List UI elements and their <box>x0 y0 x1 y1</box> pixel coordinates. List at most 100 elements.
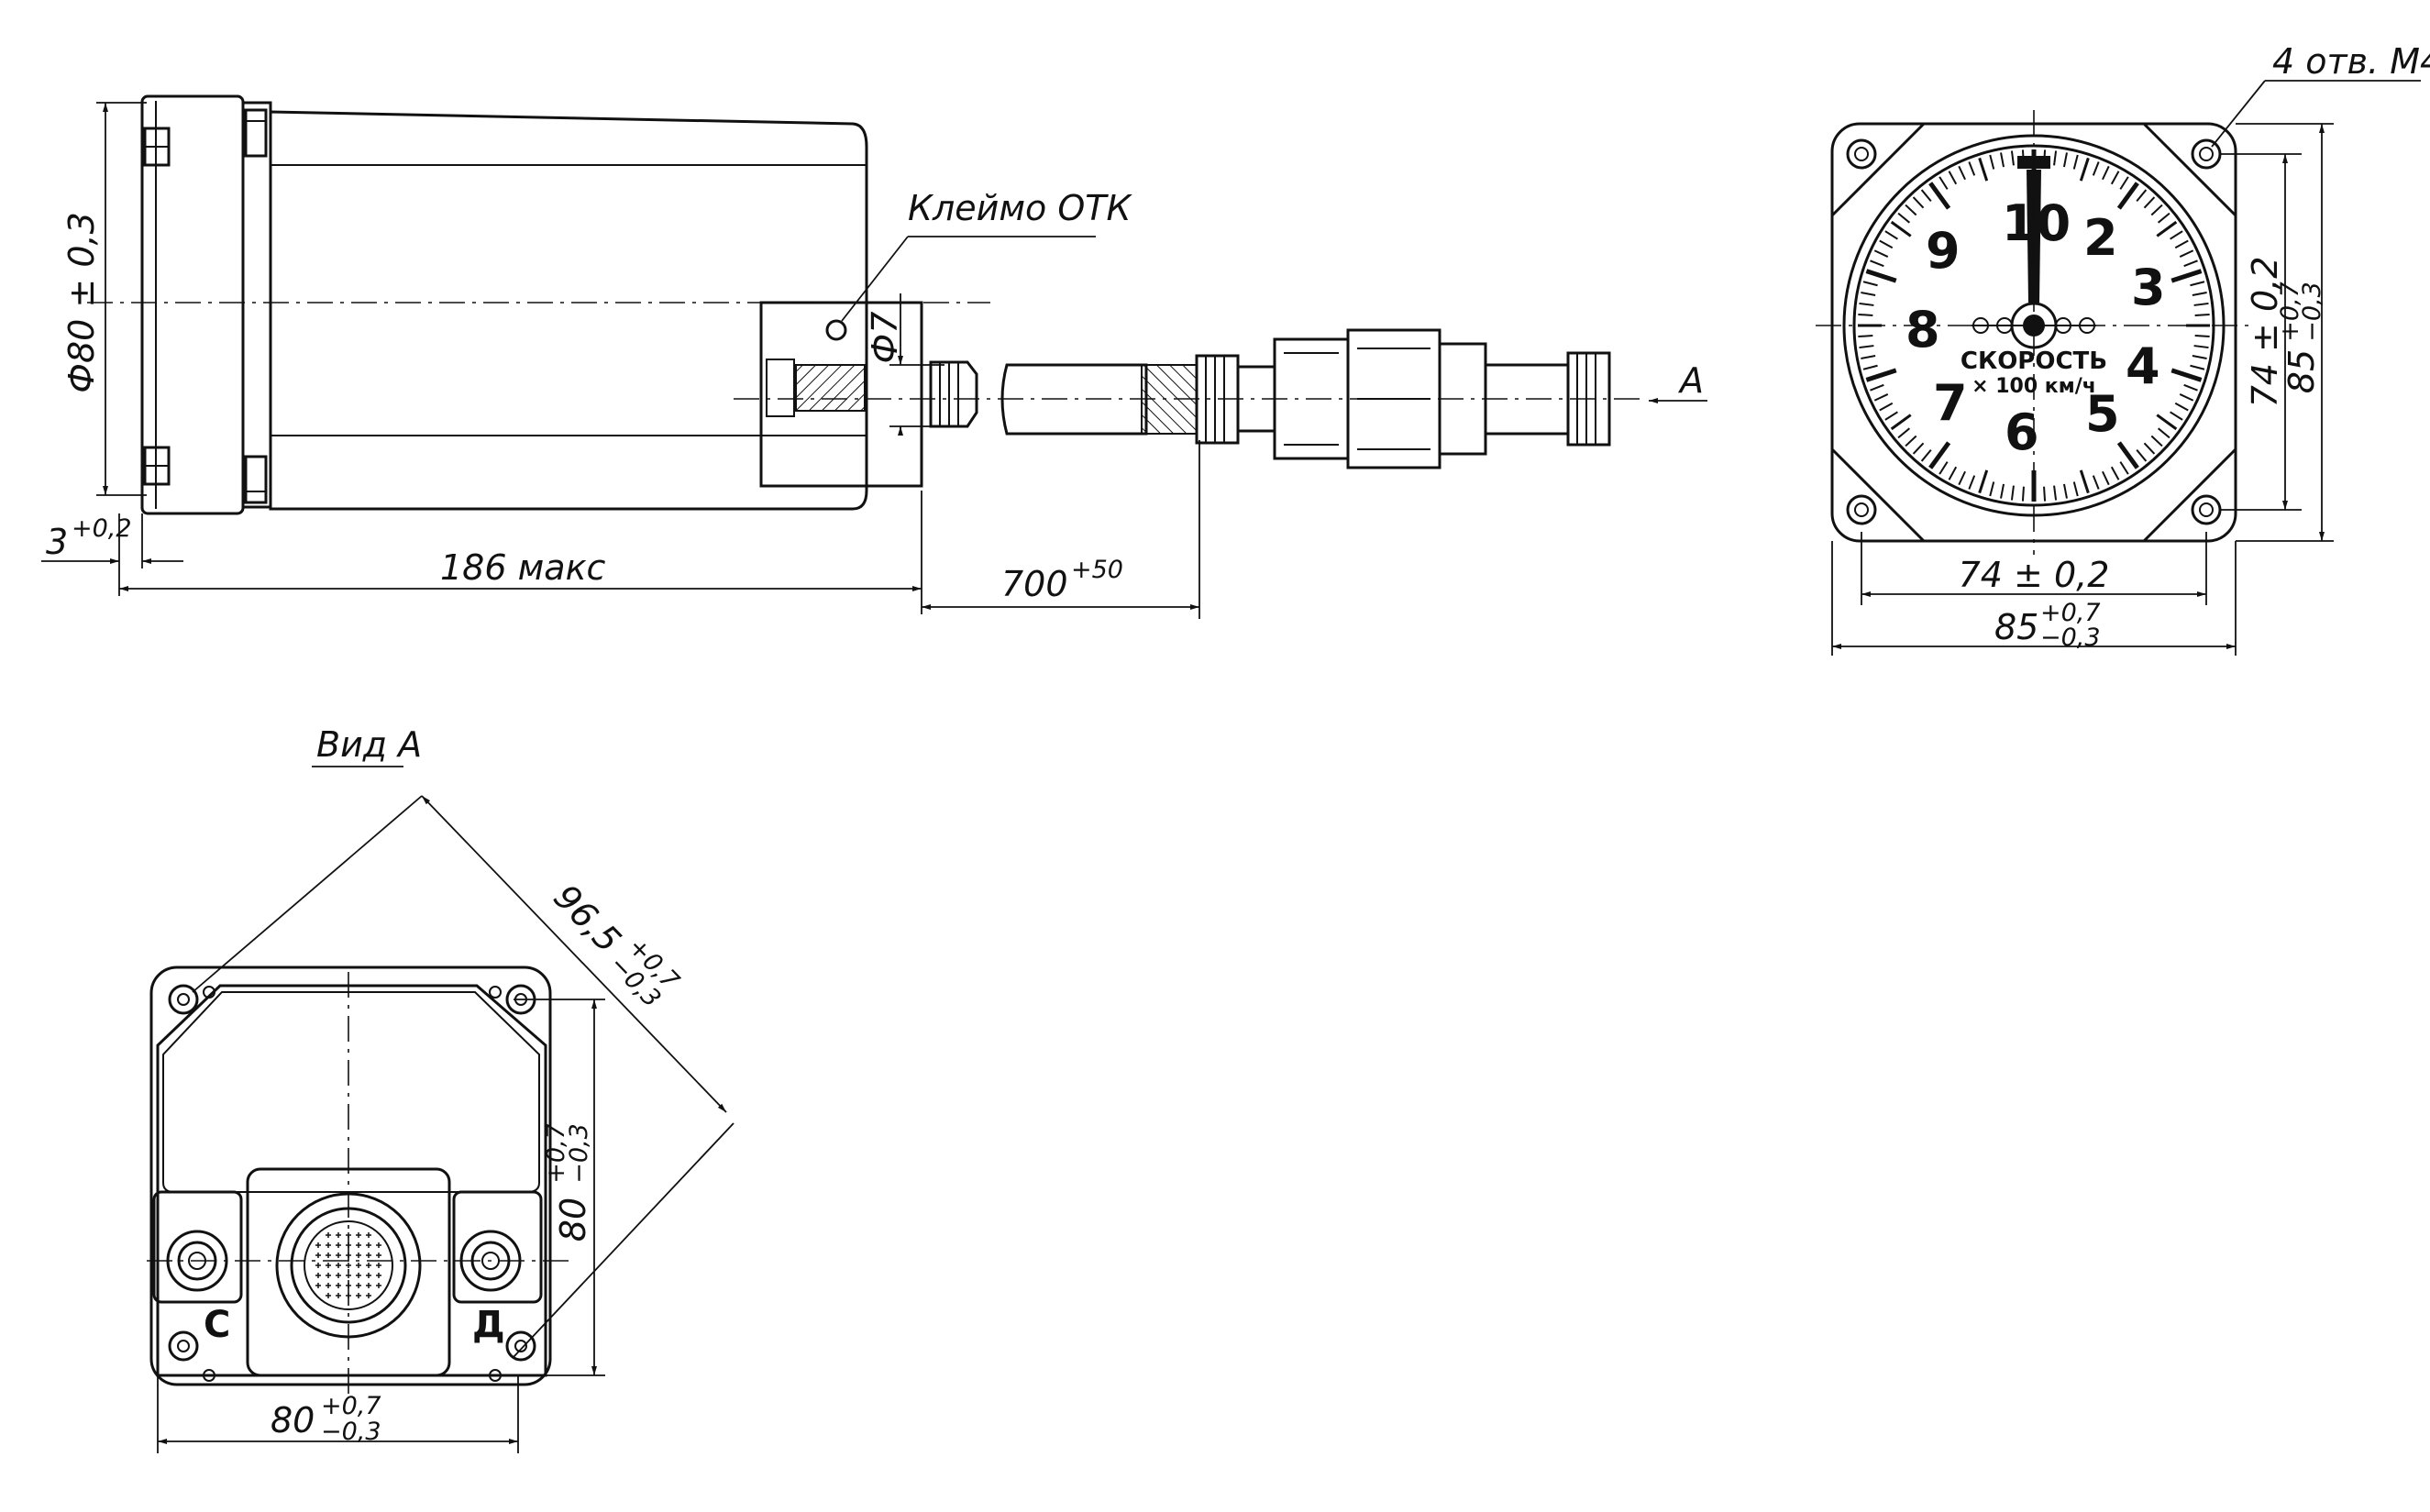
dial-tick <box>2179 393 2194 402</box>
dial-tick <box>1948 171 1958 185</box>
connector-pin <box>366 1283 371 1288</box>
dial-tick <box>2136 448 2148 462</box>
dial-tick <box>1865 269 1897 283</box>
otk-mark-label: Клеймо ОТК <box>908 188 1132 228</box>
dial-tick <box>1870 259 1884 268</box>
dial-tick <box>2190 281 2205 287</box>
dial-tick <box>1861 354 1876 359</box>
dial-tick <box>2072 481 2079 497</box>
dial-tick <box>2156 414 2178 431</box>
dial-tick <box>2170 269 2203 283</box>
mounting-hole-bl <box>1846 494 1877 525</box>
dial-tick <box>2072 154 2079 170</box>
dial-tick <box>1905 204 1917 216</box>
height-85-label: 85 <box>2281 349 2322 393</box>
dial-tick <box>1879 402 1894 412</box>
dial-tick <box>1948 466 1958 480</box>
cable-gland <box>929 360 978 428</box>
width-85-label: 85 <box>1994 607 2038 647</box>
view-a-width-tol-plus: +0,7 <box>321 1392 381 1420</box>
side-view: А Ф80 ± 0,3 Клеймо ОТК Ф7 3 +0,2 186 мак… <box>41 94 1707 619</box>
connector-pin <box>315 1283 321 1288</box>
connector-pin <box>326 1293 331 1298</box>
mounting-hole-br <box>2191 494 2222 525</box>
dial-tick <box>2157 212 2170 224</box>
dial-tick <box>1890 220 1912 237</box>
otk-mark-dot <box>825 319 847 341</box>
connector-pin <box>315 1242 321 1248</box>
connector-pin <box>376 1283 381 1288</box>
dial-tick <box>2150 204 2163 216</box>
dial-tick <box>1884 411 1898 421</box>
jack-right-letter: Д <box>472 1304 505 1346</box>
connector-pin <box>336 1242 341 1248</box>
dial-tick <box>2174 239 2189 249</box>
dial-tick <box>1978 157 1989 182</box>
connector-pin <box>315 1263 321 1268</box>
connector-pin <box>326 1263 331 1268</box>
dial-tick <box>2157 427 2170 439</box>
connector-pin <box>366 1253 371 1258</box>
view-a-height-tol-minus: −0,3 <box>565 1123 593 1184</box>
dial-tick <box>2170 230 2183 240</box>
dial-tick <box>1861 292 1876 297</box>
dial-tick <box>1884 230 1898 240</box>
view-a-hole-tl <box>168 984 199 1015</box>
connector-pin <box>336 1253 341 1258</box>
holes-note: 4 отв. М4 <box>2272 41 2430 82</box>
view-a: Вид А С Д <box>147 724 735 1453</box>
dial-tick <box>1938 176 1949 190</box>
dial-tick <box>2156 220 2178 237</box>
connector-pin <box>346 1273 351 1278</box>
dial-tick <box>2143 442 2156 455</box>
dial-tick <box>1858 335 1873 338</box>
dial-tick <box>2116 182 2139 210</box>
dial-tick <box>2053 150 2058 166</box>
connector-pin <box>315 1253 321 1258</box>
connector-pin <box>356 1232 361 1238</box>
dial-tick <box>1862 364 1878 370</box>
dial-tick <box>2183 383 2198 392</box>
connector-pin <box>336 1283 341 1288</box>
dial-tick <box>2021 486 2025 502</box>
dial-tick <box>1958 165 1966 181</box>
dial-tick <box>1938 461 1949 475</box>
dial-tick <box>2116 441 2139 469</box>
dial-tick <box>2102 165 2110 181</box>
dial-tick <box>1873 393 1889 402</box>
dial-tick <box>1862 281 1878 287</box>
dial-tick <box>2000 483 2005 499</box>
dial-tick <box>2190 364 2205 370</box>
instrument-body <box>269 110 868 511</box>
connector-pin <box>356 1273 361 1278</box>
width-85-tol-plus: +0,7 <box>2040 599 2101 627</box>
view-a-title: Вид А <box>316 724 422 765</box>
dial-tick <box>2194 335 2210 338</box>
connector-pin <box>326 1242 331 1248</box>
dial-tick <box>2183 259 2198 268</box>
dial-number-9: 9 <box>1926 222 1961 280</box>
dial-tick <box>1873 249 1889 258</box>
svg-text:96,5: 96,5 <box>546 877 628 960</box>
connector-pin <box>376 1242 381 1248</box>
dial-tick <box>2170 368 2203 382</box>
connector-pin <box>336 1263 341 1268</box>
connector-pin <box>376 1263 381 1268</box>
dial-tick <box>1928 441 1951 469</box>
dial-tick <box>2000 152 2005 168</box>
connector-pin <box>366 1263 371 1268</box>
view-a-width-label: 80 <box>271 1400 315 1440</box>
dial-tick <box>1920 189 1932 203</box>
dial-tick <box>2079 469 2090 494</box>
mounting-hole-tr <box>2191 138 2222 170</box>
dial-tick <box>2110 466 2120 480</box>
view-a-housing <box>149 966 552 1386</box>
dial-tick <box>1912 442 1925 455</box>
dial-tick <box>2150 435 2163 447</box>
dial-number-7: 7 <box>1933 374 1968 432</box>
flange-thickness-tol: +0,2 <box>72 514 132 543</box>
mounting-hole-tl <box>1846 138 1877 170</box>
dial-ticks <box>1858 149 2210 502</box>
phi7-label: Ф7 <box>865 312 905 364</box>
